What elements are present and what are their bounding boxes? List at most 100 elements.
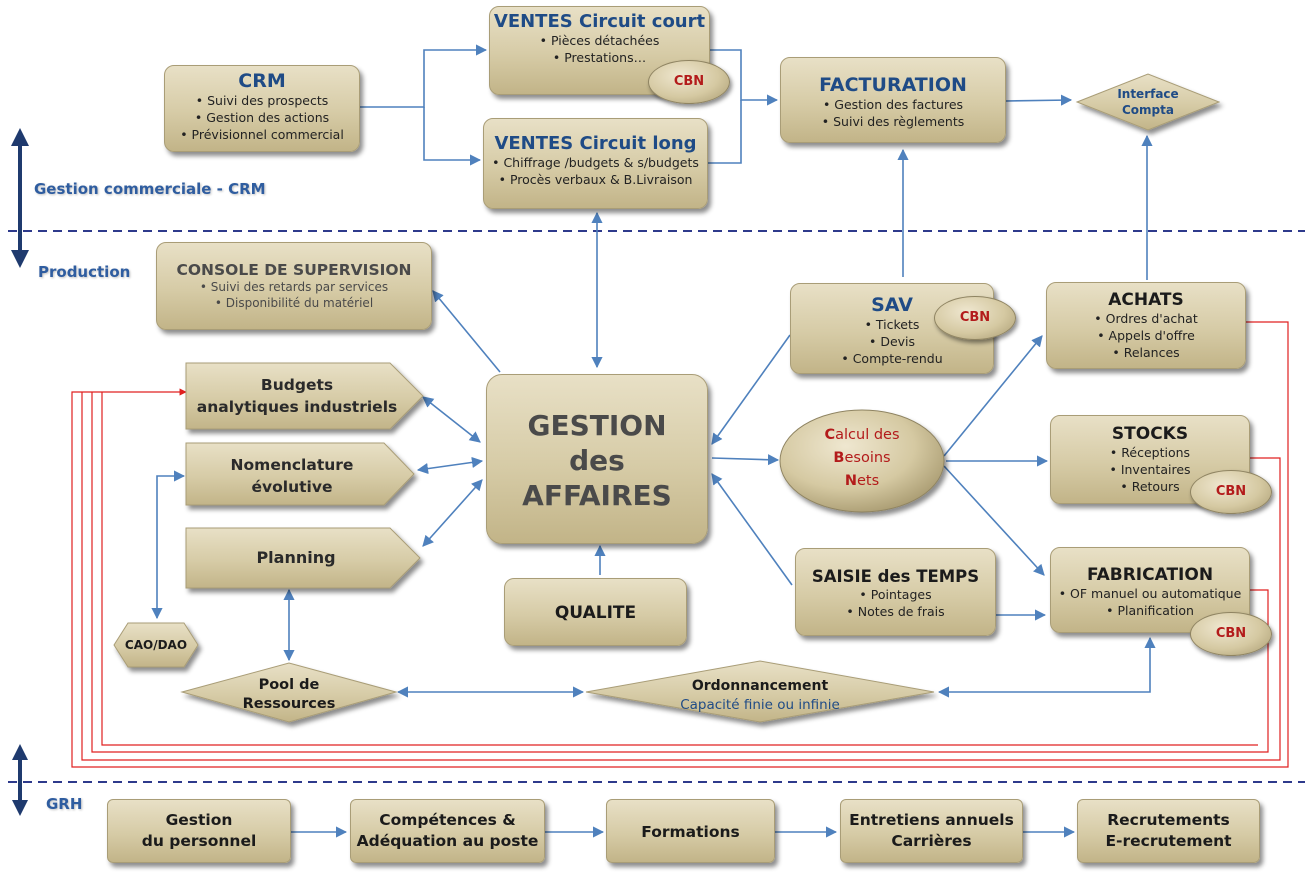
grh-entretiens-box[interactable]: Entretiens annuels Carrières	[840, 799, 1023, 863]
list-item: Notes de frais	[796, 603, 995, 620]
achats-box[interactable]: ACHATS Ordres d'achat Appels d'offre Rel…	[1046, 282, 1246, 369]
interface-compta-diamond[interactable]	[1075, 73, 1221, 131]
grh-box-line2: E-recrutement	[1105, 832, 1232, 850]
list-item: Devis	[791, 333, 993, 350]
sav-list: Tickets Devis Compte-rendu	[791, 316, 993, 367]
list-item: Procès verbaux & B.Livraison	[484, 171, 707, 188]
list-item: Appels d'offre	[1047, 327, 1245, 344]
achats-title: ACHATS	[1108, 290, 1184, 310]
ventes-court-list: Pièces détachées Prestations…	[490, 32, 709, 66]
feedback-loops	[71, 321, 1289, 768]
grh-formations-box[interactable]: Formations	[606, 799, 775, 863]
console-title: CONSOLE DE SUPERVISION	[176, 261, 412, 279]
budgets-shape[interactable]	[185, 362, 424, 430]
list-item: Prévisionnel commercial	[165, 126, 359, 143]
cbn-initial-n: N	[844, 473, 857, 489]
gestion-affaires-line1: GESTION	[527, 409, 667, 442]
budgets-label: Budgets analytiques industriels	[186, 374, 408, 418]
grh-box-line1: Recrutements	[1107, 811, 1230, 829]
console-list: Suivi des retards par services Disponibi…	[157, 279, 431, 311]
grh-recrutements-box[interactable]: Recrutements E-recrutement	[1077, 799, 1260, 863]
crm-list: Suivi des prospects Gestion des actions …	[165, 92, 359, 143]
crm-title: CRM	[238, 70, 286, 92]
cao-dao-hexagon[interactable]	[113, 622, 199, 668]
ordonnancement-line1: Ordonnancement	[691, 678, 829, 694]
sav-title: SAV	[871, 294, 913, 316]
list-item: Suivi des prospects	[165, 92, 359, 109]
cbn-badge-sav: CBN	[934, 296, 1016, 340]
ordonnancement-diamond[interactable]	[585, 660, 935, 723]
ventes-long-title: VENTES Circuit long	[494, 133, 697, 154]
qualite-box[interactable]: QUALITE	[504, 578, 687, 646]
stocks-list: Réceptions Inventaires Retours	[1051, 444, 1249, 495]
grh-box-line1: Gestion	[165, 811, 233, 829]
nomenclature-shape[interactable]	[185, 442, 415, 506]
interface-compta-line1: Interface	[1117, 87, 1179, 101]
cbn-badge-fabrication: CBN	[1190, 612, 1272, 656]
list-item: Disponibilité du matériel	[157, 295, 431, 311]
grh-gestion-personnel-box[interactable]: Gestion du personnel	[107, 799, 291, 863]
cbn-text-3: ets	[856, 473, 880, 489]
budgets-line1: Budgets	[260, 376, 334, 394]
list-item: Retours	[1051, 478, 1249, 495]
list-item: OF manuel ou automatique	[1051, 585, 1249, 602]
ventes-circuit-long-box[interactable]: VENTES Circuit long Chiffrage /budgets &…	[483, 118, 708, 209]
fabrication-title: FABRICATION	[1086, 565, 1214, 585]
grh-box-line1: Formations	[641, 823, 740, 841]
cbn-line1: Calcul des	[790, 424, 934, 447]
facturation-box[interactable]: FACTURATION Gestion des factures Suivi d…	[780, 57, 1006, 143]
list-item: Prestations…	[490, 49, 709, 66]
list-item: Pointages	[796, 586, 995, 603]
section-label-production: Production	[38, 263, 131, 281]
pool-line1: Pool de	[258, 677, 320, 693]
section-separators	[8, 230, 1305, 783]
budgets-line2: analytiques industriels	[196, 398, 398, 416]
ventes-long-list: Chiffrage /budgets & s/budgets Procès ve…	[484, 154, 707, 188]
interface-compta-label: Interface Compta	[1098, 86, 1198, 118]
grh-box-line2: Adéquation au poste	[356, 832, 539, 850]
gestion-affaires-line2: des	[569, 444, 625, 477]
qualite-title: QUALITE	[554, 603, 637, 623]
saisie-temps-title: SAISIE des TEMPS	[811, 567, 980, 586]
crm-box[interactable]: CRM Suivi des prospects Gestion des acti…	[164, 65, 360, 152]
flow-arrows	[151, 44, 1156, 838]
interface-compta-line2: Compta	[1122, 103, 1174, 117]
fabrication-list: OF manuel ou automatique Planification	[1051, 585, 1249, 619]
gestion-affaires-line3: AFFAIRES	[522, 479, 672, 512]
nomenclature-line1: Nomenclature	[230, 456, 354, 474]
facturation-list: Gestion des factures Suivi des règlement…	[781, 96, 1005, 130]
pool-line2: Ressources	[242, 696, 336, 712]
pool-ressources-diamond[interactable]	[180, 662, 398, 723]
list-item: Inventaires	[1051, 461, 1249, 478]
stocks-title: STOCKS	[1111, 424, 1189, 444]
list-item: Compte-rendu	[791, 350, 993, 367]
grh-competences-box[interactable]: Compétences & Adéquation au poste	[350, 799, 545, 863]
cbn-badge-ventes: CBN	[648, 60, 730, 104]
planning-label: Planning	[256, 548, 336, 567]
cao-dao-label: CAO/DAO	[124, 638, 188, 652]
grh-box-line1: Entretiens annuels	[849, 811, 1014, 829]
planning-shape[interactable]	[185, 527, 421, 589]
list-item: Suivi des règlements	[781, 113, 1005, 130]
cbn-initial-b: B	[833, 450, 845, 466]
cbn-line3: Nets	[790, 470, 934, 493]
section-label-grh: GRH	[46, 795, 83, 813]
saisie-temps-list: Pointages Notes de frais	[796, 586, 995, 620]
ordonnancement-label: Ordonnancement Capacité finie ou infinie	[640, 677, 880, 715]
ventes-court-title: VENTES Circuit court	[493, 11, 706, 32]
console-supervision-box[interactable]: CONSOLE DE SUPERVISION Suivi des retards…	[156, 242, 432, 330]
nomenclature-label: Nomenclature évolutive	[186, 454, 398, 498]
grh-box-line2: du personnel	[141, 832, 257, 850]
gestion-affaires-box[interactable]: GESTION des AFFAIRES	[486, 374, 708, 544]
cbn-initial-c: C	[824, 427, 836, 443]
calcul-besoins-nets-ellipse[interactable]	[779, 409, 945, 513]
grh-box-line2: Carrières	[891, 832, 972, 850]
section-label-commercial: Gestion commerciale - CRM	[34, 180, 266, 198]
ordonnancement-line2: Capacité finie ou infinie	[680, 697, 840, 713]
cbn-badge-stocks: CBN	[1190, 470, 1272, 514]
saisie-temps-box[interactable]: SAISIE des TEMPS Pointages Notes de frai…	[795, 548, 996, 636]
list-item: Gestion des actions	[165, 109, 359, 126]
cbn-line2: Besoins	[790, 447, 934, 470]
list-item: Planification	[1051, 602, 1249, 619]
section-arrows	[11, 128, 29, 816]
